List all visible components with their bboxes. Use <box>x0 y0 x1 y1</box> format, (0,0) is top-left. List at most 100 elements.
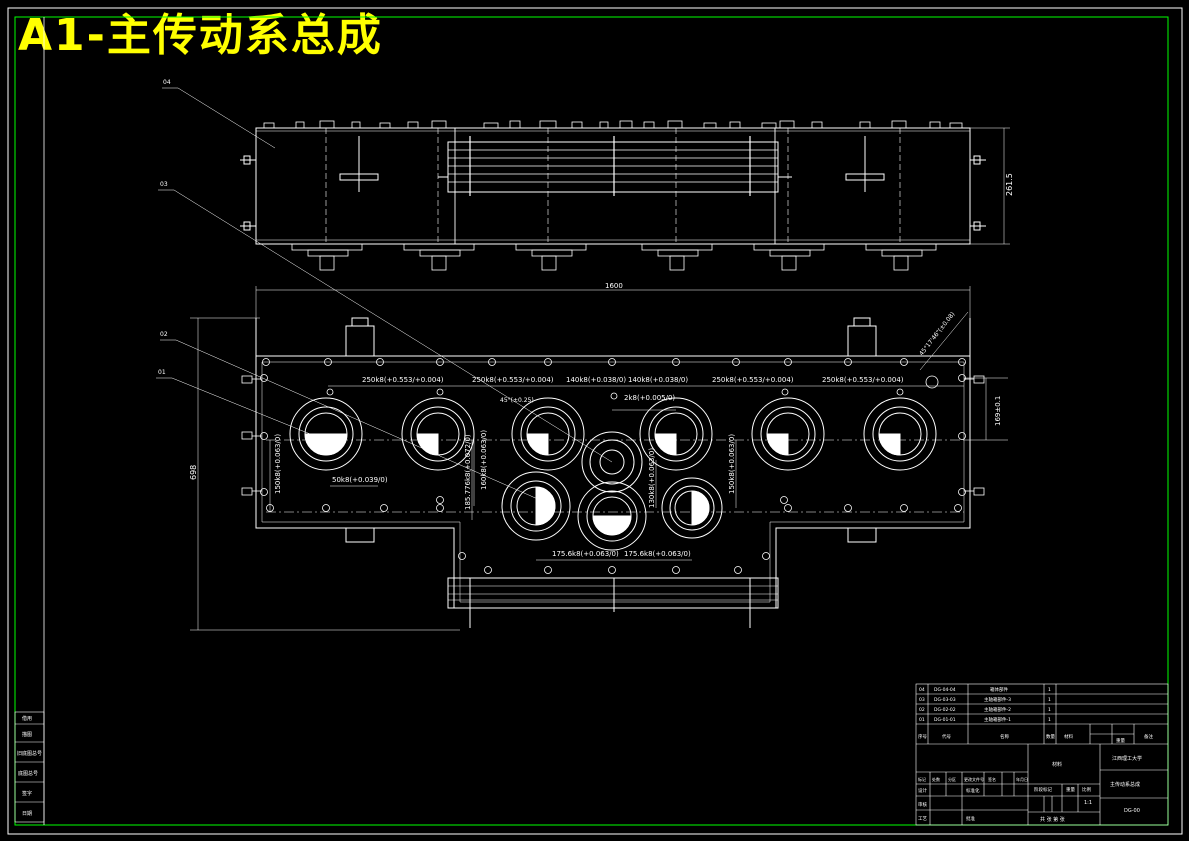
material-label: 材料 <box>1064 733 1073 740</box>
overall-width-label: 1600 <box>605 282 623 290</box>
bearing-6 <box>863 397 937 471</box>
bearing-8 <box>577 481 647 551</box>
leader-02-label: 02 <box>160 331 168 338</box>
side-strip-item-1: 描图 <box>22 731 32 738</box>
overall-height-label: 698 <box>189 465 198 480</box>
mark-row-4: 签名 <box>988 776 996 782</box>
leader-04-label: 04 <box>163 79 171 86</box>
part-row-2-no: 02 <box>919 707 925 713</box>
bearing-3 <box>511 397 585 471</box>
bearing-4 <box>639 397 713 471</box>
part-row-2-code: DG-02-02 <box>934 707 956 713</box>
weight-label: 重量 <box>1116 737 1125 744</box>
header-no: 序号 <box>918 733 927 740</box>
inner-border <box>14 16 1169 826</box>
mark-row-3: 更改文件号 <box>964 776 984 782</box>
side-strip-item-2: 旧底图总号 <box>17 750 42 757</box>
part-row-0-no: 04 <box>919 687 925 693</box>
dim-250-a: 250k8(+0.553/+0.004) <box>362 376 444 384</box>
front-leaders <box>156 189 613 501</box>
assembly-name: 主传动系总成 <box>1110 781 1140 788</box>
scale-value: 1:1 <box>1084 800 1092 806</box>
header-name: 名称 <box>1000 733 1009 740</box>
leader-01-label: 01 <box>158 369 166 376</box>
sheet-info: 共 张 第 张 <box>1040 816 1065 823</box>
part-row-2-qty: 1 <box>1048 707 1051 713</box>
side-strip-item-0: 借用 <box>22 715 32 722</box>
leader-03-label: 03 <box>160 181 168 188</box>
dim-2k8: 2k8(+0.005/0) <box>624 394 675 402</box>
side-strip-item-5: 日期 <box>22 811 32 817</box>
dim-angle-note: 45°17'46"(±0.08) <box>918 311 956 357</box>
mark-row-1: 处数 <box>932 776 940 782</box>
part-row-3-code: DG-01-01 <box>934 717 956 723</box>
bearing-9 <box>661 477 723 539</box>
mark-row-5: 年月日 <box>1016 776 1028 782</box>
mark-row-2: 分区 <box>948 776 956 782</box>
checker-label: 审核 <box>918 801 927 808</box>
title-block-text: 04 DG-04-04 箱体部件 1 03 DG-03-03 主轴箱部件-3 1… <box>918 686 1153 823</box>
part-row-1-qty: 1 <box>1048 697 1051 703</box>
title-block <box>915 683 1169 826</box>
leader-04 <box>177 87 276 149</box>
part-row-1-code: DG-03-03 <box>934 697 956 703</box>
front-dims <box>269 311 1008 561</box>
dim-140-a: 140k8(+0.038/0) <box>566 376 626 384</box>
mark-row-0: 标记 <box>918 776 926 782</box>
side-strip <box>14 711 45 823</box>
process-label: 工艺 <box>918 816 927 822</box>
part-row-2-name: 主轴箱部件-2 <box>984 706 1011 713</box>
dim-185: 185.776k8(+0.072/0) <box>464 434 472 510</box>
part-row-1-name: 主轴箱部件-3 <box>984 696 1011 703</box>
dim-160: 160k8(+0.063/0) <box>480 430 488 490</box>
designer-label: 设计 <box>918 787 927 794</box>
bolt-holes <box>260 358 966 574</box>
bearing-7 <box>501 471 571 541</box>
drawing-number: DG-00 <box>1124 808 1140 814</box>
dim-175-b: 175.6k8(+0.063/0) <box>624 550 691 558</box>
part-row-3-no: 01 <box>919 717 925 723</box>
bearing-row-bottom <box>501 471 723 551</box>
dim-140-b: 140k8(+0.038/0) <box>628 376 688 384</box>
outer-border <box>7 7 1183 835</box>
bearing-5 <box>751 397 825 471</box>
overall-height-dim <box>190 317 460 631</box>
top-view <box>240 120 1010 271</box>
bearing-1 <box>289 397 363 471</box>
overall-width-dim <box>255 286 971 345</box>
part-row-0-qty: 1 <box>1048 687 1051 693</box>
header-qty: 数量 <box>1046 733 1055 740</box>
dim-130: 130k8(+0.063/0) <box>648 448 656 508</box>
dim-150: 150k8(+0.063/0) <box>274 434 282 494</box>
front-view <box>255 317 971 628</box>
top-height-dim: 261.5 <box>1005 173 1014 196</box>
dim-angle-small: 45°(±0.25) <box>500 397 534 404</box>
dim-right-vertical: 169±0.1 <box>994 396 1002 426</box>
note-label: 备注 <box>1144 733 1153 740</box>
approve-label: 批准 <box>966 815 975 822</box>
part-row-0-name: 箱体部件 <box>990 686 1008 693</box>
dim-150-b: 150k8(+0.063/0) <box>728 434 736 494</box>
side-strip-item-3: 底图总号 <box>18 770 38 777</box>
scale-label: 比例 <box>1082 786 1091 793</box>
stage-label: 阶段标记 <box>1034 786 1052 793</box>
material-field: 材料 <box>1052 761 1062 768</box>
weight2-label: 重量 <box>1066 786 1075 793</box>
side-strip-item-4: 签字 <box>22 790 32 797</box>
header-code: 代号 <box>942 733 951 740</box>
standard-label: 标准化 <box>966 787 980 794</box>
side-pins <box>241 375 985 496</box>
school-name: 江西理工大学 <box>1112 755 1142 762</box>
part-row-1-no: 03 <box>919 697 925 703</box>
dim-50: 50k8(+0.039/0) <box>332 476 388 484</box>
drawing-title: A1-主传动系总成 <box>18 10 383 61</box>
bearing-center <box>581 431 643 493</box>
part-row-3-name: 主轴箱部件-1 <box>984 716 1011 723</box>
part-row-0-code: DG-04-04 <box>934 687 956 693</box>
dim-250-d: 250k8(+0.553/+0.004) <box>822 376 904 384</box>
dim-250-c: 250k8(+0.553/+0.004) <box>712 376 794 384</box>
dim-175-a: 175.6k8(+0.063/0) <box>552 550 619 558</box>
dim-250-b: 250k8(+0.553/+0.004) <box>472 376 554 384</box>
part-row-3-qty: 1 <box>1048 717 1051 723</box>
